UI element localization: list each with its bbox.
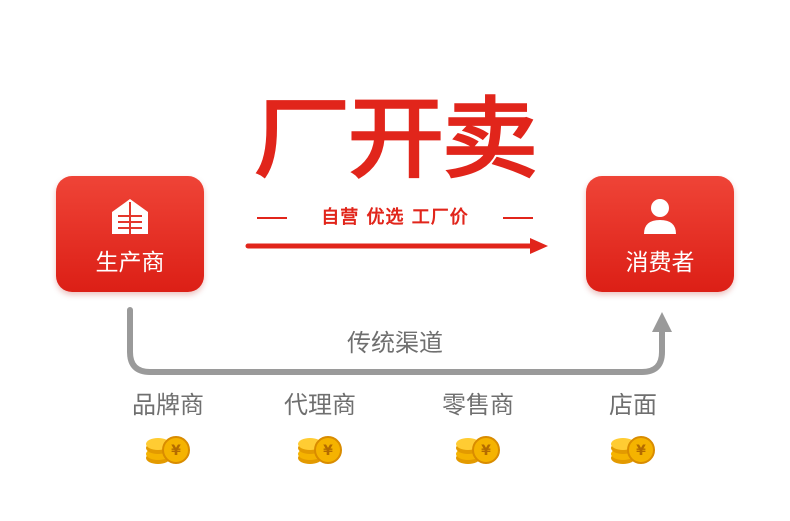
person-icon xyxy=(644,199,676,234)
coins-icon: ¥ xyxy=(146,436,190,464)
tagline-text: 自营 优选 工厂价 xyxy=(321,207,469,228)
svg-text:¥: ¥ xyxy=(636,443,646,459)
brand-tagline: 自营 优选 工厂价 xyxy=(257,204,533,232)
channel-label: 传统渠道 xyxy=(347,329,443,357)
svg-text:¥: ¥ xyxy=(171,443,181,459)
coins-icon: ¥ xyxy=(298,436,342,464)
middleman-retailer: 零售商 ¥ xyxy=(418,388,538,466)
svg-text:¥: ¥ xyxy=(323,443,333,459)
factory-icon xyxy=(112,199,148,234)
tagline-left-dash xyxy=(257,217,287,219)
coins-icon: ¥ xyxy=(456,436,500,464)
consumer-box: 消费者 xyxy=(586,176,734,292)
middleman-name: 零售商 xyxy=(442,391,514,419)
channel-arrow-head xyxy=(652,312,672,332)
middleman-name: 品牌商 xyxy=(132,391,204,419)
middleman-brand: 品牌商 ¥ xyxy=(108,388,228,466)
consumer-label: 消费者 xyxy=(625,250,695,276)
middleman-agent: 代理商 ¥ xyxy=(260,388,380,466)
middleman-name: 店面 xyxy=(609,391,657,419)
middleman-store: 店面 ¥ xyxy=(573,388,693,466)
channel-path xyxy=(127,307,665,375)
tagline-right-dash xyxy=(502,217,533,219)
brand-title: 厂开卖 xyxy=(254,87,538,191)
direct-arrow-head xyxy=(530,238,548,254)
coins-icon: ¥ xyxy=(611,436,655,464)
svg-text:¥: ¥ xyxy=(481,443,491,459)
producer-box: 生产商 xyxy=(56,176,204,292)
middlemen-row: 品牌商 ¥ 代理商 ¥ 零售商 ¥ 店面 ¥ xyxy=(0,388,790,478)
producer-label: 生产商 xyxy=(95,250,165,276)
middleman-name: 代理商 xyxy=(284,391,356,419)
